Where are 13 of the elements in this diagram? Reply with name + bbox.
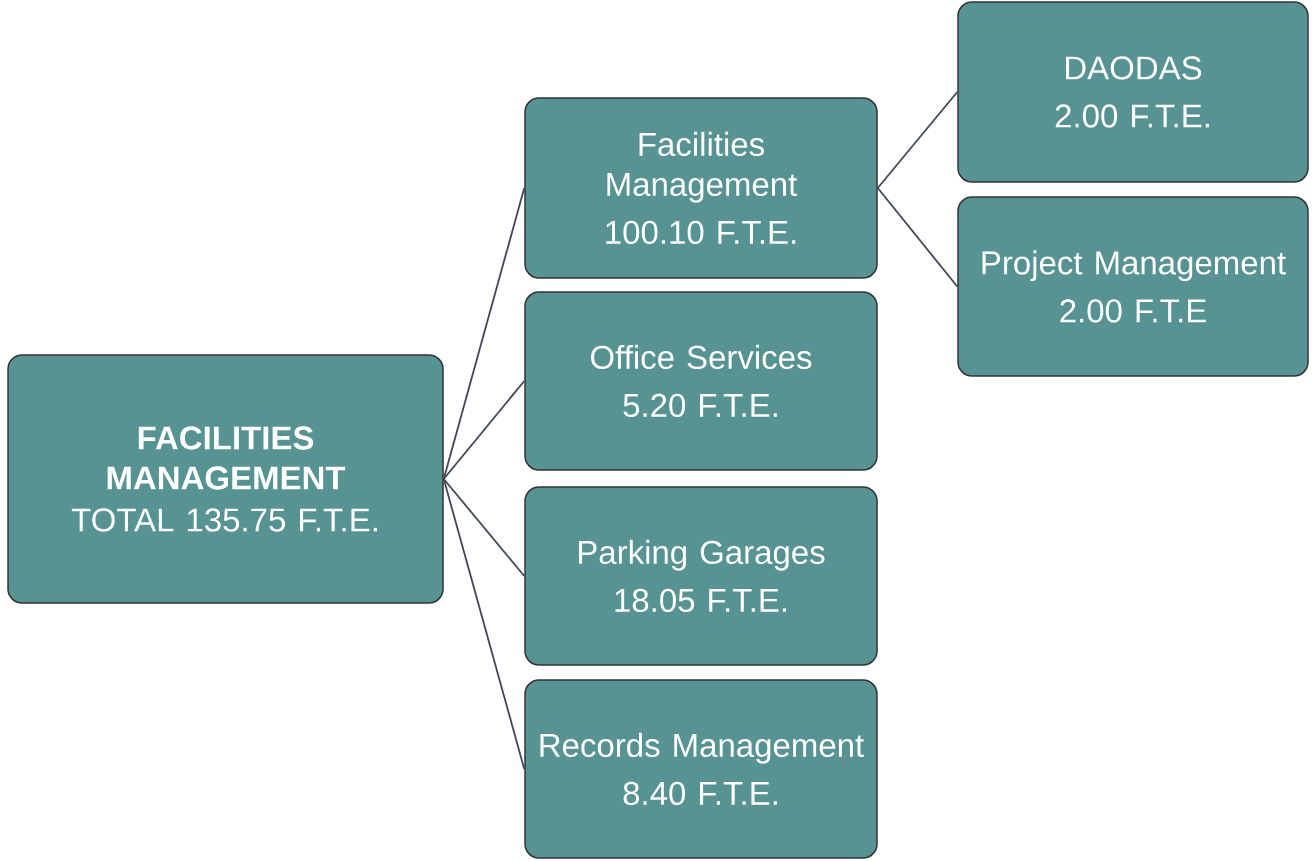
org-box: Parking Garages 18.05 F.T.E. (524, 486, 878, 666)
connector-line (442, 380, 526, 480)
org-box: Facilities Management 100.10 F.T.E. (524, 97, 878, 279)
connector-line (442, 478, 526, 770)
org-box: Records Management 8.40 F.T.E. (524, 679, 878, 859)
connector-line (876, 91, 959, 189)
org-box: Project Management 2.00 F.T.E (957, 196, 1309, 377)
connector-line (876, 187, 959, 288)
connector-line (442, 478, 526, 577)
connector-line (442, 187, 526, 480)
org-box: Office Services 5.20 F.T.E. (524, 291, 878, 471)
org-box: DAODAS 2.00 F.T.E. (957, 1, 1309, 183)
org-box: FACILITIES MANAGEMENT TOTAL 135.75 F.T.E. (7, 354, 444, 604)
